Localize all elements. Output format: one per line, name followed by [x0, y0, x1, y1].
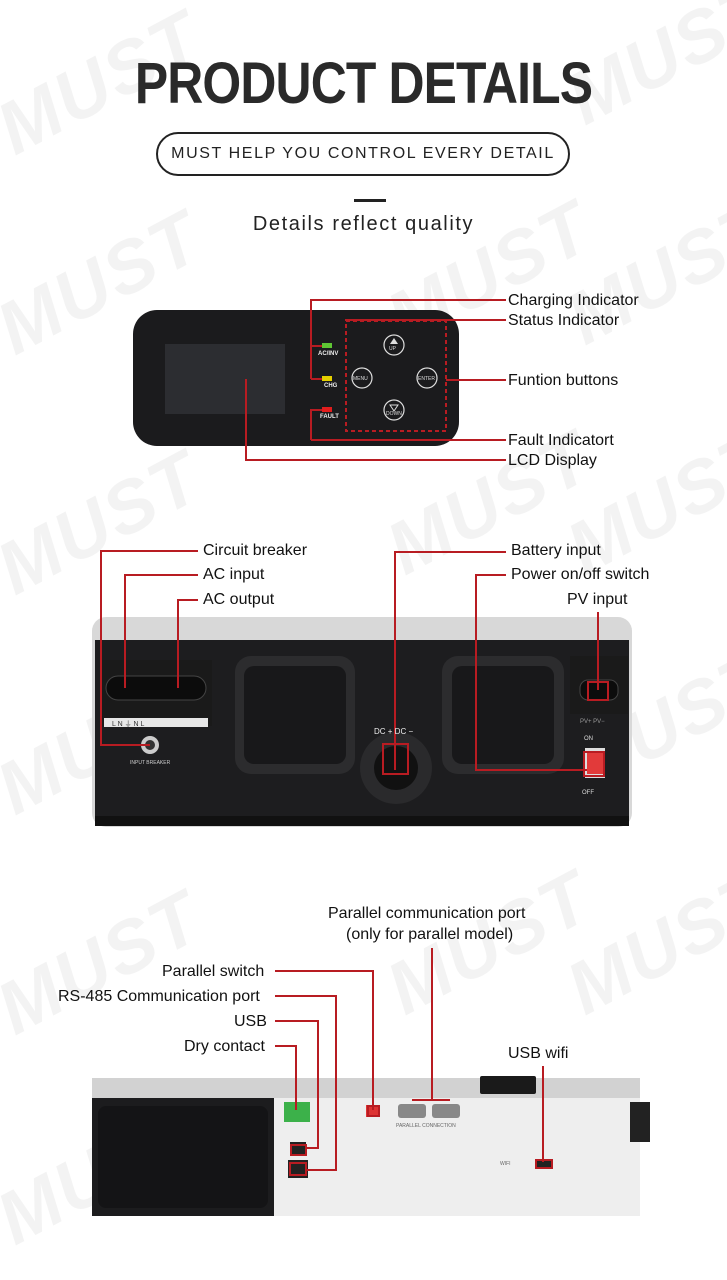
callout-usb-wifi: USB wifi	[508, 1045, 569, 1062]
callout-power-switch: Power on/off switch	[511, 566, 650, 583]
indicator-label-chg: CHG	[324, 383, 338, 389]
input-breaker-label: INPUT BREAKER	[130, 760, 171, 766]
callout-fault-indicator: Fault Indicatort	[508, 432, 614, 449]
indicator-label-fault: FAULT	[320, 414, 339, 420]
callout-battery-input: Battery input	[511, 542, 601, 559]
parallel-connection-label: PARALLEL CONNECTION	[396, 1123, 456, 1129]
callout-status-indicator: Status Indicator	[508, 312, 620, 329]
tagline-pill: MUST HELP YOU CONTROL EVERY DETAIL	[156, 132, 570, 176]
callout-ac-output: AC output	[203, 591, 275, 608]
divider	[354, 199, 386, 202]
wifi-small-label: WIFI	[500, 1161, 511, 1167]
callout-rs485-port: RS-485 Communication port	[58, 988, 260, 1005]
button-down[interactable]: DOWN	[386, 411, 402, 417]
page-title: PRODUCT DETAILS	[134, 51, 593, 116]
button-enter[interactable]: ENTER	[418, 376, 435, 382]
button-up[interactable]: UP	[389, 346, 396, 352]
callout-charging-indicator: Charging Indicator	[508, 292, 639, 309]
off-label: OFF	[582, 790, 594, 796]
callout-circuit-breaker: Circuit breaker	[203, 542, 308, 559]
callout-ac-input: AC input	[203, 566, 265, 583]
callout-parallel-port-note: (only for parallel model)	[346, 926, 514, 943]
terminal-labels: L N ⏚ N L	[112, 721, 145, 728]
dc-label: DC + DC −	[374, 727, 414, 736]
indicator-label-acinv: AC/INV	[318, 351, 339, 357]
callout-dry-contact: Dry contact	[184, 1038, 265, 1055]
callout-usb: USB	[234, 1013, 267, 1030]
button-menu[interactable]: MENU	[353, 376, 368, 382]
on-label: ON	[584, 736, 593, 742]
callout-pv-input: PV input	[567, 591, 628, 608]
callout-parallel-switch: Parallel switch	[162, 963, 265, 980]
subtitle: Details reflect quality	[252, 213, 475, 235]
callout-function-buttons: Funtion buttons	[508, 372, 619, 389]
pv-label: PV+ PV−	[580, 719, 605, 725]
callout-parallel-port: Parallel communication port	[328, 905, 526, 922]
callout-lcd-display: LCD Display	[508, 452, 597, 469]
